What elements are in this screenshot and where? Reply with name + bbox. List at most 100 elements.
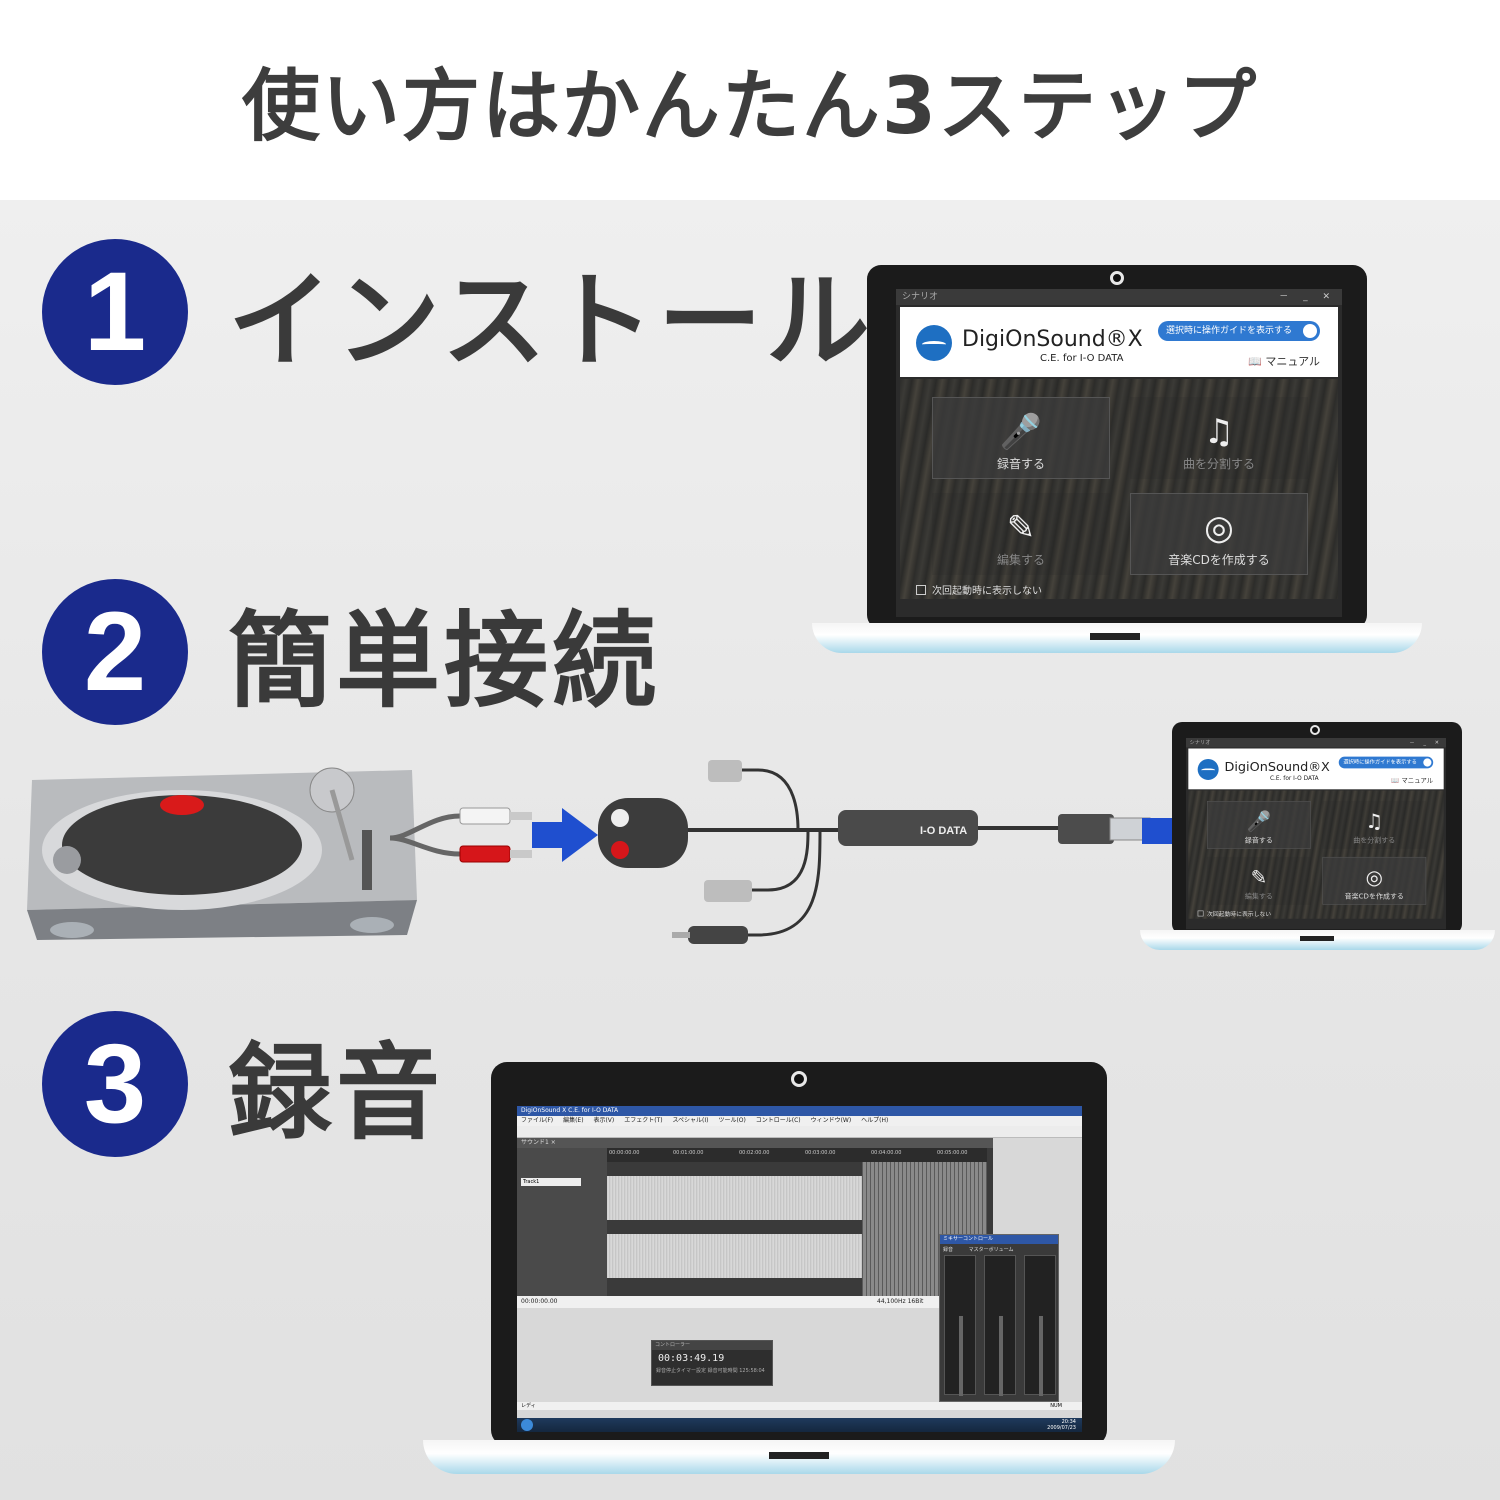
remaining-time: 125:58:04	[739, 1368, 765, 1374]
controller-title: コントローラー	[652, 1341, 772, 1350]
menu-control[interactable]: コントロール(C)	[755, 1117, 801, 1124]
launcher-titlebar: シナリオ － _ ✕	[896, 289, 1342, 305]
tile-record-label: 録音する	[996, 457, 1045, 471]
manual-link-label-2: マニュアル	[1401, 776, 1434, 785]
guide-toggle-2[interactable]: 選択時に操作ガイドを表示する	[1338, 756, 1434, 769]
ruler-tick: 00:01:00.00	[673, 1150, 704, 1156]
pitch-slider	[362, 830, 372, 890]
tile-create-cd[interactable]: ◎ 音楽CDを作成する	[1130, 493, 1308, 575]
dont-show-checkbox[interactable]	[916, 585, 926, 595]
menu-help[interactable]: ヘルプ(H)	[861, 1117, 889, 1124]
turntable	[27, 767, 417, 940]
daw-window-title: DigiOnSound X C.E. for I-O DATA	[517, 1106, 1082, 1116]
dont-show-label: 次回起動時に表示しない	[932, 586, 1042, 597]
launcher-background-2: 🎤 録音する ♫ 曲を分割する ✎ 編集する ◎ 音楽CDを作成する	[1188, 790, 1444, 919]
menu-view[interactable]: 表示(V)	[593, 1117, 615, 1124]
app-edition: C.E. for I-O DATA	[1040, 353, 1124, 364]
tile-split[interactable]: ♫ 曲を分割する	[1130, 397, 1308, 479]
mixer-channel[interactable]	[1024, 1255, 1056, 1396]
mixer-channel[interactable]	[944, 1255, 976, 1396]
start-button-icon[interactable]	[521, 1419, 533, 1431]
dont-show-checkbox-2[interactable]	[1197, 910, 1204, 917]
step-1-badge: 1	[42, 238, 188, 385]
mixer-tab-master[interactable]: マスターボリューム	[968, 1247, 1014, 1253]
page-title: 使い方はかんたん3ステップ	[241, 62, 1259, 152]
foot-right	[350, 917, 394, 933]
waveform-area[interactable]	[607, 1162, 987, 1296]
controller-time: 00:03:49.19	[658, 1353, 725, 1364]
launcher-window: シナリオ － _ ✕ DigiOnSound®X C.E. for I-O DA…	[896, 289, 1342, 617]
launcher-footer-2[interactable]: 次回起動時に表示しない	[1197, 909, 1271, 918]
editor-tab[interactable]: サウンド1 ×	[517, 1138, 993, 1148]
music-cd-icon-2: ◎	[1365, 865, 1383, 889]
windows-taskbar: 20:34 2009/07/23	[517, 1418, 1082, 1432]
digionsound-logo-icon	[916, 325, 952, 361]
tile-record-label-2: 録音する	[1244, 835, 1273, 845]
launcher-footer[interactable]: 次回起動時に表示しない	[916, 582, 1042, 597]
turntable-front	[27, 900, 417, 940]
webcam-icon-2	[1310, 725, 1320, 735]
menu-effect[interactable]: エフェクト(T)	[624, 1117, 663, 1124]
tile-edit-2[interactable]: ✎ 編集する	[1206, 856, 1311, 905]
launcher-window-title-2: シナリオ	[1189, 739, 1211, 746]
waveform-left	[607, 1176, 862, 1220]
window-controls[interactable]: － _ ✕	[1279, 292, 1336, 302]
tile-record[interactable]: 🎤 録音する	[932, 397, 1110, 479]
step-1-label: インストール	[228, 260, 874, 382]
launcher-titlebar-2: シナリオ － _ ✕	[1186, 738, 1446, 748]
sound-editor: サウンド1 × Track1 00:00:00.00 00:01:00.00 0…	[517, 1138, 993, 1308]
mixer-channel[interactable]	[984, 1255, 1016, 1396]
laptop-install: シナリオ － _ ✕ DigiOnSound®X C.E. for I-O DA…	[812, 265, 1422, 655]
headphone-jack	[704, 880, 752, 902]
laptop-notch	[1090, 633, 1140, 640]
ruler-tick: 00:05:00.00	[937, 1150, 968, 1156]
audio-format: 44,100Hz 16Bit	[877, 1298, 924, 1305]
menu-tools[interactable]: ツール(O)	[718, 1117, 746, 1124]
daw-statusbar: レディ NUM	[517, 1402, 1082, 1410]
tile-split-2[interactable]: ♫ 曲を分割する	[1322, 800, 1427, 849]
record-timer-button[interactable]: 録音停止タイマー設定	[656, 1368, 707, 1374]
tile-edit[interactable]: ✎ 編集する	[932, 493, 1110, 575]
menu-edit[interactable]: 編集(E)	[563, 1117, 584, 1124]
waveform-pen-icon: ✎	[1006, 508, 1036, 548]
daw-toolbar[interactable]	[517, 1126, 1082, 1138]
clock-time: 20:34	[1061, 1419, 1076, 1425]
tile-create-cd-label-2: 音楽CDを作成する	[1344, 891, 1404, 901]
track-name[interactable]: Track1	[521, 1178, 581, 1186]
header: 使い方はかんたん3ステップ	[0, 0, 1500, 200]
menu-file[interactable]: ファイル(F)	[521, 1117, 554, 1124]
app-name: DigiOnSound®X	[962, 327, 1143, 352]
microphone-icon-2: 🎤	[1246, 809, 1272, 834]
mic-jack	[708, 760, 742, 782]
window-controls-2[interactable]: － _ ✕	[1409, 739, 1443, 746]
digionsound-logo-icon-2	[1197, 758, 1219, 780]
guide-toggle[interactable]: 選択時に操作ガイドを表示する	[1157, 321, 1320, 341]
foot-left	[50, 922, 94, 938]
laptop-connect: シナリオ － _ ✕ DigiOnSound®X C.E. for I-O DA…	[1140, 722, 1495, 952]
tile-create-cd-label: 音楽CDを作成する	[1168, 553, 1270, 567]
mixer-tabs: 録音 マスターボリューム	[940, 1244, 1058, 1255]
status-num: NUM	[1050, 1403, 1062, 1409]
clock-date: 2009/07/23	[1047, 1425, 1076, 1431]
mixer-panel: ミキサーコントロール 録音 マスターボリューム	[939, 1234, 1059, 1402]
launcher-header: DigiOnSound®X C.E. for I-O DATA 選択時に操作ガイ…	[900, 307, 1338, 377]
manual-link-2[interactable]: 📖 マニュアル	[1391, 776, 1434, 785]
launcher-header-2: DigiOnSound®X C.E. for I-O DATA 選択時に操作ガイ…	[1188, 748, 1444, 790]
track-header: Track1	[517, 1148, 607, 1296]
mixer-tab-record[interactable]: 録音	[943, 1247, 954, 1253]
manual-link[interactable]: 📖 マニュアル	[1248, 355, 1320, 368]
launcher-screen: シナリオ － _ ✕ DigiOnSound®X C.E. for I-O DA…	[896, 289, 1342, 617]
step-3: 3 録音	[42, 1008, 444, 1159]
tile-create-cd-2[interactable]: ◎ 音楽CDを作成する	[1322, 856, 1427, 905]
daw-menubar: ファイル(F) 編集(E) 表示(V) エフェクト(T) スペシャル(I) ツー…	[517, 1116, 1082, 1126]
menu-window[interactable]: ウィンドウ(W)	[810, 1117, 852, 1124]
ruler-tick: 00:03:00.00	[805, 1150, 836, 1156]
laptop-record: DigiOnSound X C.E. for I-O DATA ファイル(F) …	[423, 1062, 1175, 1477]
music-cd-icon: ◎	[1204, 508, 1234, 548]
transport-controller: コントローラー 00:03:49.19 録音停止タイマー設定 録音可能時間 12…	[651, 1340, 773, 1386]
waveform-right	[607, 1234, 862, 1278]
tile-record-2[interactable]: 🎤 録音する	[1206, 800, 1311, 849]
menu-special[interactable]: スペシャル(I)	[672, 1117, 709, 1124]
step-2: 2 簡単接続	[42, 576, 660, 727]
tile-edit-label: 編集する	[996, 553, 1045, 567]
